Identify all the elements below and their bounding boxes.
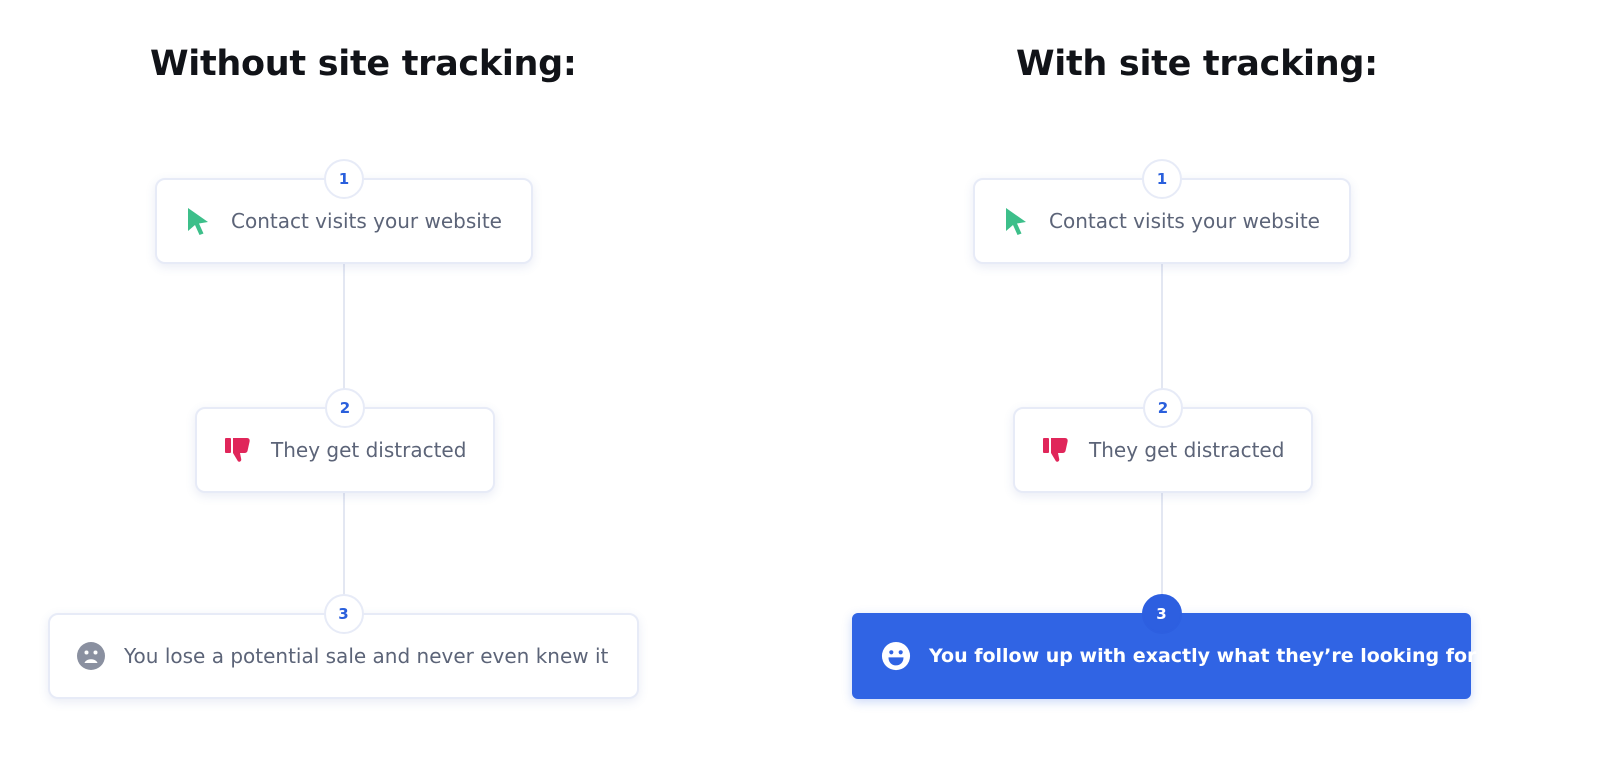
step-3-number-badge: 3 [323, 594, 364, 634]
without-tracking-column: Without site tracking: 1 Contact visits … [0, 0, 700, 769]
step-2-number-badge: 2 [1143, 388, 1183, 428]
step-1-box: 1 Contact visits your website [155, 159, 533, 264]
step-1-number-badge: 1 [324, 159, 364, 199]
without-tracking-title: Without site tracking: [150, 44, 577, 84]
step-3-label: You lose a potential sale and never even… [124, 644, 609, 668]
step-2-box: 2 They get distracted [195, 388, 495, 493]
cursor-icon [183, 206, 213, 236]
step-3-box: 3 You follow up with exactly what they’r… [852, 594, 1476, 699]
step-1-box: 1 Contact visits your website [973, 159, 1351, 264]
cursor-icon [1001, 206, 1031, 236]
sad-face-icon [76, 641, 106, 671]
with-tracking-column: With site tracking: 1 Contact visits you… [835, 0, 1600, 769]
thumbs-down-icon [1041, 435, 1071, 465]
step-2-number-badge: 2 [325, 388, 365, 428]
connector-line [343, 492, 345, 614]
step-3-number-badge: 3 [1141, 594, 1182, 634]
step-1-number-badge: 1 [1142, 159, 1182, 199]
step-2-label: They get distracted [1089, 438, 1285, 462]
step-2-label: They get distracted [271, 438, 467, 462]
step-1-label: Contact visits your website [1049, 209, 1320, 233]
step-3-box: 3 You lose a potential sale and never ev… [48, 594, 639, 699]
connector-line [1161, 492, 1163, 614]
connector-line [343, 262, 345, 408]
step-1-label: Contact visits your website [231, 209, 502, 233]
connector-line [1161, 262, 1163, 408]
thumbs-down-icon [223, 435, 253, 465]
happy-face-icon [881, 641, 911, 671]
with-tracking-title: With site tracking: [1016, 44, 1378, 84]
step-3-label: You follow up with exactly what they’re … [929, 645, 1477, 667]
step-2-box: 2 They get distracted [1013, 388, 1313, 493]
